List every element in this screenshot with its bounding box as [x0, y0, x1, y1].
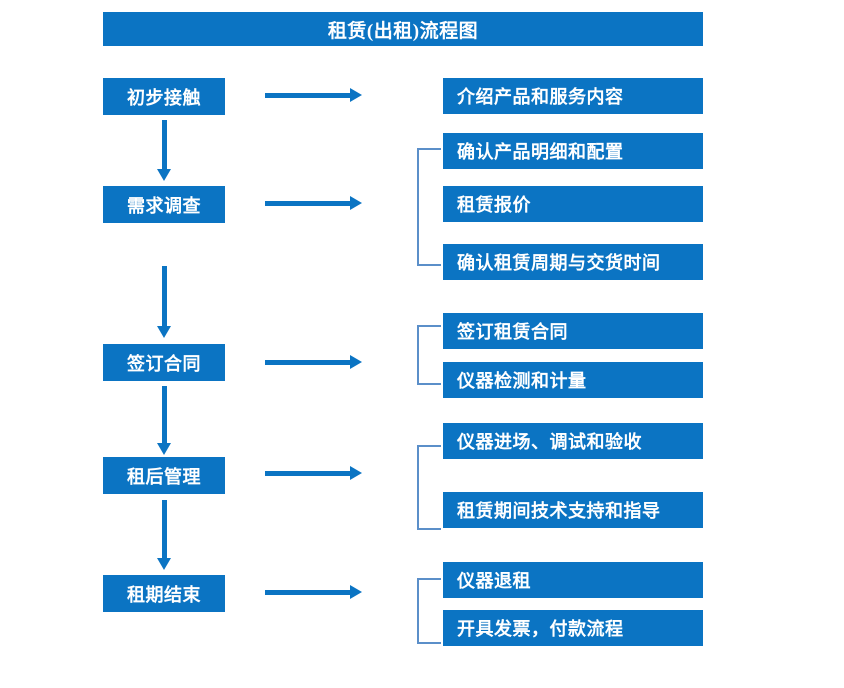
arrow-right-icon-stage2 — [265, 196, 362, 210]
page-title: 租赁(出租)流程图 — [327, 20, 479, 42]
detail-label: 开具发票，付款流程 — [457, 619, 624, 639]
detail-label: 介绍产品和服务内容 — [457, 87, 624, 107]
group-bracket-rental-end — [417, 578, 441, 644]
detail-box-instrument-inspection[interactable]: 仪器检测和计量 — [443, 362, 703, 398]
arrow-down-icon-1-2 — [157, 120, 171, 181]
detail-box-rental-quote[interactable]: 租赁报价 — [443, 186, 703, 222]
detail-label: 租赁期间技术支持和指导 — [457, 501, 661, 521]
detail-label: 仪器退租 — [457, 571, 531, 591]
detail-box-sign-rental-contract[interactable]: 签订租赁合同 — [443, 313, 703, 349]
stage-label: 初步接触 — [127, 87, 201, 108]
diagram-title-bar: 租赁(出租)流程图 — [103, 12, 703, 46]
group-bracket-sign-contract — [417, 325, 441, 385]
stage-box-post-rental-management[interactable]: 租后管理 — [103, 457, 225, 494]
detail-label: 签订租赁合同 — [457, 322, 568, 342]
detail-label: 确认租赁周期与交货时间 — [457, 253, 661, 273]
stage-box-sign-contract[interactable]: 签订合同 — [103, 344, 225, 381]
detail-box-instrument-return[interactable]: 仪器退租 — [443, 562, 703, 598]
detail-label: 租赁报价 — [457, 195, 531, 215]
detail-box-instrument-installation[interactable]: 仪器进场、调试和验收 — [443, 423, 703, 459]
arrow-down-icon-4-5 — [157, 500, 171, 570]
stage-label: 租期结束 — [127, 584, 201, 605]
stage-box-requirement-survey[interactable]: 需求调查 — [103, 186, 225, 223]
arrow-right-icon-stage4 — [265, 466, 362, 480]
detail-box-technical-support[interactable]: 租赁期间技术支持和指导 — [443, 492, 703, 528]
detail-box-invoice-payment[interactable]: 开具发票，付款流程 — [443, 610, 703, 646]
arrow-right-icon-stage1 — [265, 88, 362, 102]
detail-box-confirm-spec[interactable]: 确认产品明细和配置 — [443, 133, 703, 169]
group-bracket-post-rental-management — [417, 445, 441, 530]
detail-label: 确认产品明细和配置 — [457, 142, 624, 162]
detail-box-confirm-period-delivery[interactable]: 确认租赁周期与交货时间 — [443, 244, 703, 280]
stage-label: 签订合同 — [127, 353, 201, 374]
stage-label: 租后管理 — [127, 466, 201, 487]
stage-label: 需求调查 — [127, 195, 201, 216]
stage-box-rental-end[interactable]: 租期结束 — [103, 575, 225, 612]
detail-label: 仪器进场、调试和验收 — [457, 432, 642, 452]
arrow-down-icon-3-4 — [157, 386, 171, 455]
detail-box-intro-products[interactable]: 介绍产品和服务内容 — [443, 78, 703, 114]
arrow-down-icon-2-3 — [157, 266, 171, 338]
arrow-right-icon-stage3 — [265, 355, 362, 369]
arrow-right-icon-stage5 — [265, 585, 362, 599]
stage-box-initial-contact[interactable]: 初步接触 — [103, 78, 225, 115]
detail-label: 仪器检测和计量 — [457, 371, 587, 391]
group-bracket-requirement-survey — [417, 148, 441, 266]
